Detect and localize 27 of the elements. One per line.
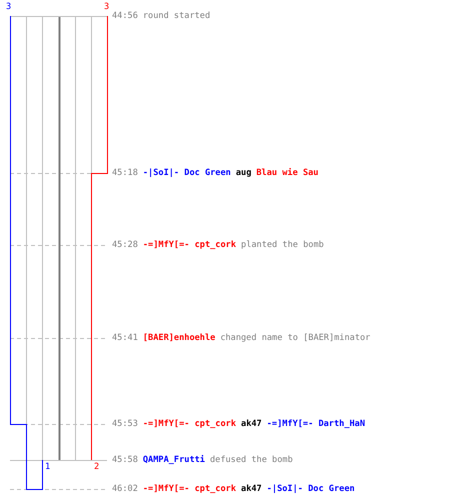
player-count: 3 [104,2,110,12]
player-name: -=]MfY[=- Darth_HaN [266,419,366,429]
player-count: 3 [6,2,12,12]
player-name: -=]MfY[=- cpt_cork [142,419,236,429]
player-name: -=]MfY[=- cpt_cork [142,240,236,250]
timestamp: 45:58 [112,455,138,465]
event-text: defused the bomb [210,455,293,465]
player-name: [BAER]enhoehle [142,333,216,343]
timestamp: 45:41 [112,333,138,343]
timestamp: 44:56 [112,11,138,21]
event-text: changed name to [BAER]minator [220,333,370,343]
player-name: -=]MfY[=- cpt_cork [142,484,236,494]
weapon-name: ak47 [241,484,262,494]
timestamp: 45:18 [112,168,138,178]
player-count: 2 [94,462,100,472]
timestamp: 46:02 [112,484,138,494]
player-name: -|SoI|- Doc Green [266,484,355,494]
event-text: planted the bomb [241,240,324,250]
player-name: QAMPA_Frutti [142,455,205,465]
weapon-name: ak47 [241,419,262,429]
weapon-name: aug [236,168,252,178]
player-count: 1 [45,462,50,472]
player-name: -|SoI|- Doc Green [142,168,231,178]
player-name: Blau wie Sau [256,168,318,178]
event-text: round started [142,11,210,21]
timestamp: 45:28 [112,240,138,250]
timestamp: 45:53 [112,419,138,429]
